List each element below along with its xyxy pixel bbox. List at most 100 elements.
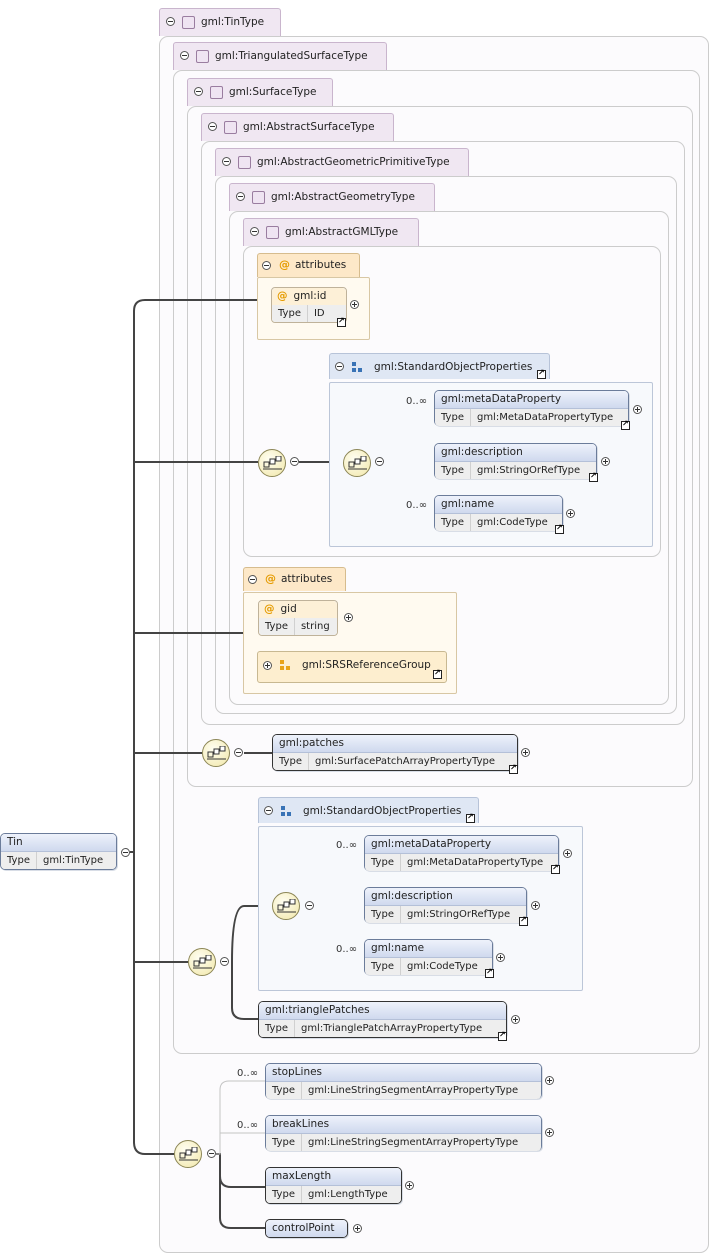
collapse-icon[interactable]: [264, 806, 273, 815]
type-link-icon[interactable]: [519, 915, 528, 926]
type-link-icon[interactable]: [551, 863, 560, 874]
collapse-icon[interactable]: [194, 87, 203, 96]
type-link-icon[interactable]: [589, 471, 598, 482]
surface-type-tab[interactable]: gml:SurfaceType: [187, 78, 333, 106]
group-label: gml:SRSReferenceGroup: [302, 659, 431, 671]
collapse-icon[interactable]: [236, 192, 245, 201]
expand-icon[interactable]: [633, 405, 642, 414]
group-link-icon[interactable]: [537, 368, 546, 379]
sequence-compositor-icon[interactable]: [202, 739, 230, 767]
collapse-icon[interactable]: [234, 748, 243, 757]
cardinality: 0..∞: [406, 500, 428, 511]
complex-type-icon: [182, 16, 195, 29]
collapse-icon[interactable]: [305, 901, 314, 910]
expand-icon[interactable]: [601, 457, 610, 466]
expand-icon[interactable]: [521, 748, 530, 757]
type-key: Type: [273, 753, 309, 770]
collapse-icon[interactable]: [262, 261, 271, 270]
standard-object-properties-tab-upper[interactable]: gml:StandardObjectProperties: [329, 353, 550, 379]
control-point-element[interactable]: controlPoint: [265, 1219, 348, 1238]
group-label: gml:StandardObjectProperties: [374, 361, 533, 373]
abstract-gml-type-tab[interactable]: gml:AbstractGMLType: [243, 218, 419, 246]
collapse-icon[interactable]: [375, 457, 384, 466]
collapse-icon[interactable]: [290, 457, 299, 466]
abstract-surface-type-tab[interactable]: gml:AbstractSurfaceType: [201, 113, 394, 141]
expand-icon[interactable]: [511, 1015, 520, 1024]
type-link-icon[interactable]: [555, 523, 564, 534]
tin-type-tab[interactable]: gml:TinType: [159, 8, 281, 36]
standard-object-properties-tab-lower[interactable]: gml:StandardObjectProperties: [258, 797, 479, 823]
type-key: Type: [272, 305, 308, 322]
collapse-icon[interactable]: [166, 17, 175, 26]
sequence-icon: [263, 456, 282, 470]
type-link-icon[interactable]: [621, 419, 630, 430]
expand-icon[interactable]: [563, 849, 572, 858]
sequence-compositor-icon[interactable]: [174, 1140, 202, 1168]
sequence-compositor-icon[interactable]: [258, 449, 286, 477]
type-value: ID: [313, 308, 325, 319]
complex-type-icon: [210, 86, 223, 99]
type-link-icon[interactable]: [337, 316, 346, 327]
type-link-icon[interactable]: [509, 763, 518, 774]
sequence-compositor-icon[interactable]: [188, 948, 216, 976]
attributes-tab[interactable]: @ attributes: [257, 253, 360, 277]
type-key: Type: [365, 906, 401, 923]
attributes-tab[interactable]: @ attributes: [243, 567, 346, 591]
type-value: gml:StringOrRefType: [406, 909, 511, 920]
expand-icon[interactable]: [263, 661, 272, 670]
complex-type-icon: [238, 156, 251, 169]
expand-icon[interactable]: [545, 1128, 554, 1137]
sequence-compositor-icon[interactable]: [272, 892, 300, 920]
type-label: gml:AbstractGeometryType: [271, 191, 415, 203]
expand-icon[interactable]: [531, 901, 540, 910]
expand-icon[interactable]: [350, 300, 359, 309]
attribute-icon: @: [265, 572, 276, 585]
triangulated-surface-type-tab[interactable]: gml:TriangulatedSurfaceType: [173, 42, 387, 70]
srs-reference-group[interactable]: gml:SRSReferenceGroup: [257, 651, 447, 683]
expand-icon[interactable]: [496, 953, 505, 962]
sequence-icon: [179, 1147, 198, 1161]
abstract-geometric-primitive-type-tab[interactable]: gml:AbstractGeometricPrimitiveType: [215, 148, 469, 176]
cardinality: 0..∞: [336, 944, 358, 955]
collapse-icon[interactable]: [248, 575, 257, 584]
collapse-icon[interactable]: [220, 957, 229, 966]
expand-icon[interactable]: [353, 1224, 362, 1233]
collapse-icon[interactable]: [121, 848, 130, 857]
expand-icon[interactable]: [566, 509, 575, 518]
expand-icon[interactable]: [405, 1181, 414, 1190]
sequence-compositor-icon[interactable]: [343, 449, 371, 477]
type-link-icon[interactable]: [485, 967, 494, 978]
group-link-icon[interactable]: [466, 812, 475, 823]
type-link-icon[interactable]: [498, 1030, 507, 1041]
collapse-icon[interactable]: [222, 157, 231, 166]
abstract-geometry-type-tab[interactable]: gml:AbstractGeometryType: [229, 183, 435, 211]
cardinality: 0..∞: [237, 1068, 259, 1079]
type-value: gml:MetaDataPropertyType: [476, 412, 614, 423]
type-label: gml:AbstractGeometricPrimitiveType: [257, 156, 450, 168]
group-label: gml:StandardObjectProperties: [303, 805, 462, 817]
collapse-icon[interactable]: [180, 51, 189, 60]
group-link-icon[interactable]: [433, 668, 442, 679]
expand-icon[interactable]: [344, 613, 353, 622]
expand-icon[interactable]: [545, 1076, 554, 1085]
collapse-icon[interactable]: [335, 362, 344, 371]
collapse-icon[interactable]: [208, 122, 217, 131]
collapse-icon[interactable]: [250, 227, 259, 236]
collapse-icon[interactable]: [207, 1149, 216, 1158]
